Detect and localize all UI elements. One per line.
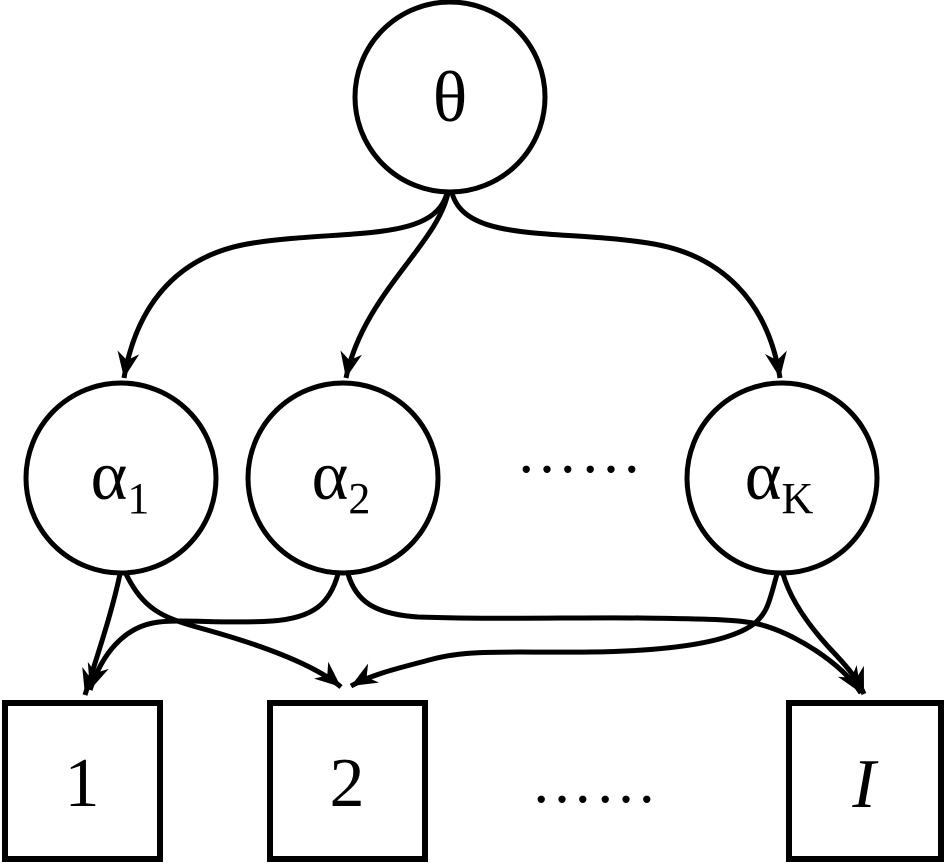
alpha2-circle xyxy=(245,380,441,576)
alphaK-subscript: K xyxy=(781,474,813,523)
edge-alpha1-item2 xyxy=(123,572,343,689)
alpha1-circle xyxy=(23,380,219,576)
node-theta: θ xyxy=(352,0,548,195)
alphaK-circle xyxy=(684,380,880,576)
edge-theta-alpha2 xyxy=(340,192,451,379)
alpha1-label: α1 xyxy=(91,438,150,523)
middle-ellipsis: …… xyxy=(516,418,644,486)
node-item1: 1 xyxy=(2,700,163,862)
alpha1-base: α xyxy=(91,438,128,515)
edge-alpha2-itemI xyxy=(345,573,864,695)
edge-group-top xyxy=(117,192,787,379)
item1-label: 1 xyxy=(65,745,100,822)
edge-theta-alpha1 xyxy=(117,192,450,379)
theta-label: θ xyxy=(433,57,468,137)
item2-label: 2 xyxy=(330,745,365,822)
itemI-square xyxy=(786,700,944,862)
alpha2-base: α xyxy=(312,438,349,515)
bottom-ellipsis: …… xyxy=(531,748,659,816)
itemI-label: I xyxy=(851,746,879,823)
edge-alphaK-item2 xyxy=(349,573,780,689)
edge-alpha1-item1 xyxy=(82,573,123,696)
item1-square xyxy=(2,700,163,862)
edge-alpha2-item1 xyxy=(87,573,341,691)
node-alpha2: α2 xyxy=(245,380,441,576)
node-item2: 2 xyxy=(267,700,428,862)
node-alphaK: αK xyxy=(684,380,880,576)
edge-theta-alphaK xyxy=(449,192,787,379)
alphaK-label: αK xyxy=(745,438,814,523)
alphaK-base: α xyxy=(745,438,782,515)
node-itemI: I xyxy=(786,700,944,862)
node-alpha1: α1 xyxy=(23,380,219,576)
alpha2-label: α2 xyxy=(312,438,371,523)
edge-alphaK-itemI xyxy=(780,573,867,696)
alpha2-subscript: 2 xyxy=(348,474,370,523)
item2-square xyxy=(267,700,428,862)
edge-group-bottom xyxy=(82,572,867,696)
alpha1-subscript: 1 xyxy=(127,474,149,523)
theta-circle xyxy=(352,0,548,195)
